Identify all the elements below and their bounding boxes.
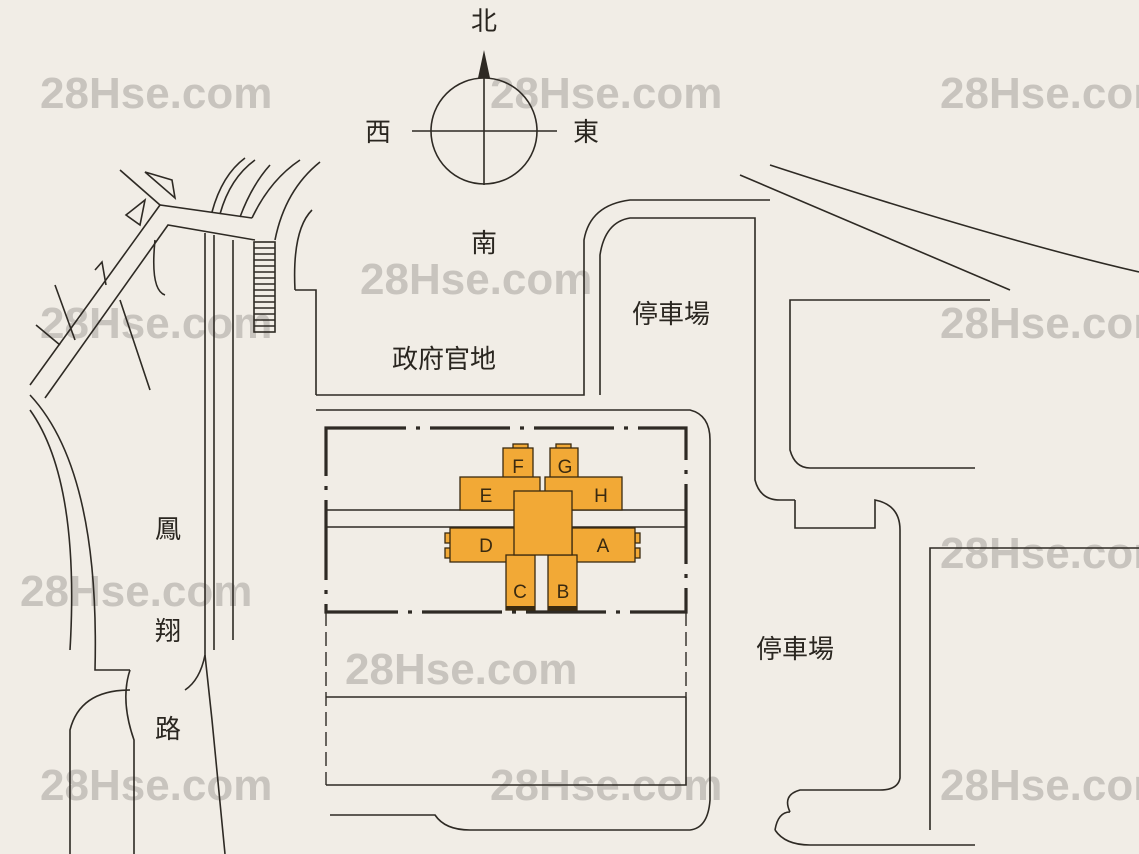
compass-west: 西 (365, 118, 391, 148)
road-name-char-3: 路 (155, 715, 181, 745)
watermark: 28Hse.com (940, 299, 1139, 348)
roads (29, 157, 1139, 854)
compass: 北 東 南 西 (365, 7, 599, 259)
block-c-label: C (513, 582, 527, 603)
watermark: 28Hse.com (940, 529, 1139, 578)
north-arrow-icon (478, 50, 490, 78)
block-e-label: E (480, 486, 493, 507)
road-name-char-2: 翔 (155, 617, 181, 647)
block-g-label: G (558, 457, 573, 478)
watermark: 28Hse.com (940, 69, 1139, 118)
watermark: 28Hse.com (20, 567, 252, 616)
block-b-label: B (557, 582, 570, 603)
block-a-label: A (597, 536, 610, 557)
block-d-label: D (479, 536, 493, 557)
site-boundary (324, 426, 688, 785)
government-land-label: 政府官地 (392, 345, 496, 375)
road-name-char-1: 鳳 (155, 515, 181, 545)
block-f-label: F (512, 457, 524, 478)
compass-east: 東 (573, 118, 599, 148)
watermark: 28Hse.com (345, 645, 577, 694)
watermark: 28Hse.com (360, 255, 592, 304)
block-h-label: H (594, 486, 608, 507)
compass-north: 北 (471, 7, 497, 37)
building-blocks: A B C D E F G H (444, 443, 641, 611)
watermark: 28Hse.com (490, 69, 722, 118)
watermark: 28Hse.com (40, 69, 272, 118)
compass-south: 南 (471, 229, 497, 259)
watermarks: 28Hse.com 28Hse.com 28Hse.com 28Hse.com … (20, 69, 1139, 810)
car-park-label-top: 停車場 (632, 300, 710, 330)
car-park-label-bottom: 停車場 (756, 635, 834, 665)
watermark: 28Hse.com (40, 761, 272, 810)
stairs-icon (253, 241, 276, 333)
watermark: 28Hse.com (940, 761, 1139, 810)
